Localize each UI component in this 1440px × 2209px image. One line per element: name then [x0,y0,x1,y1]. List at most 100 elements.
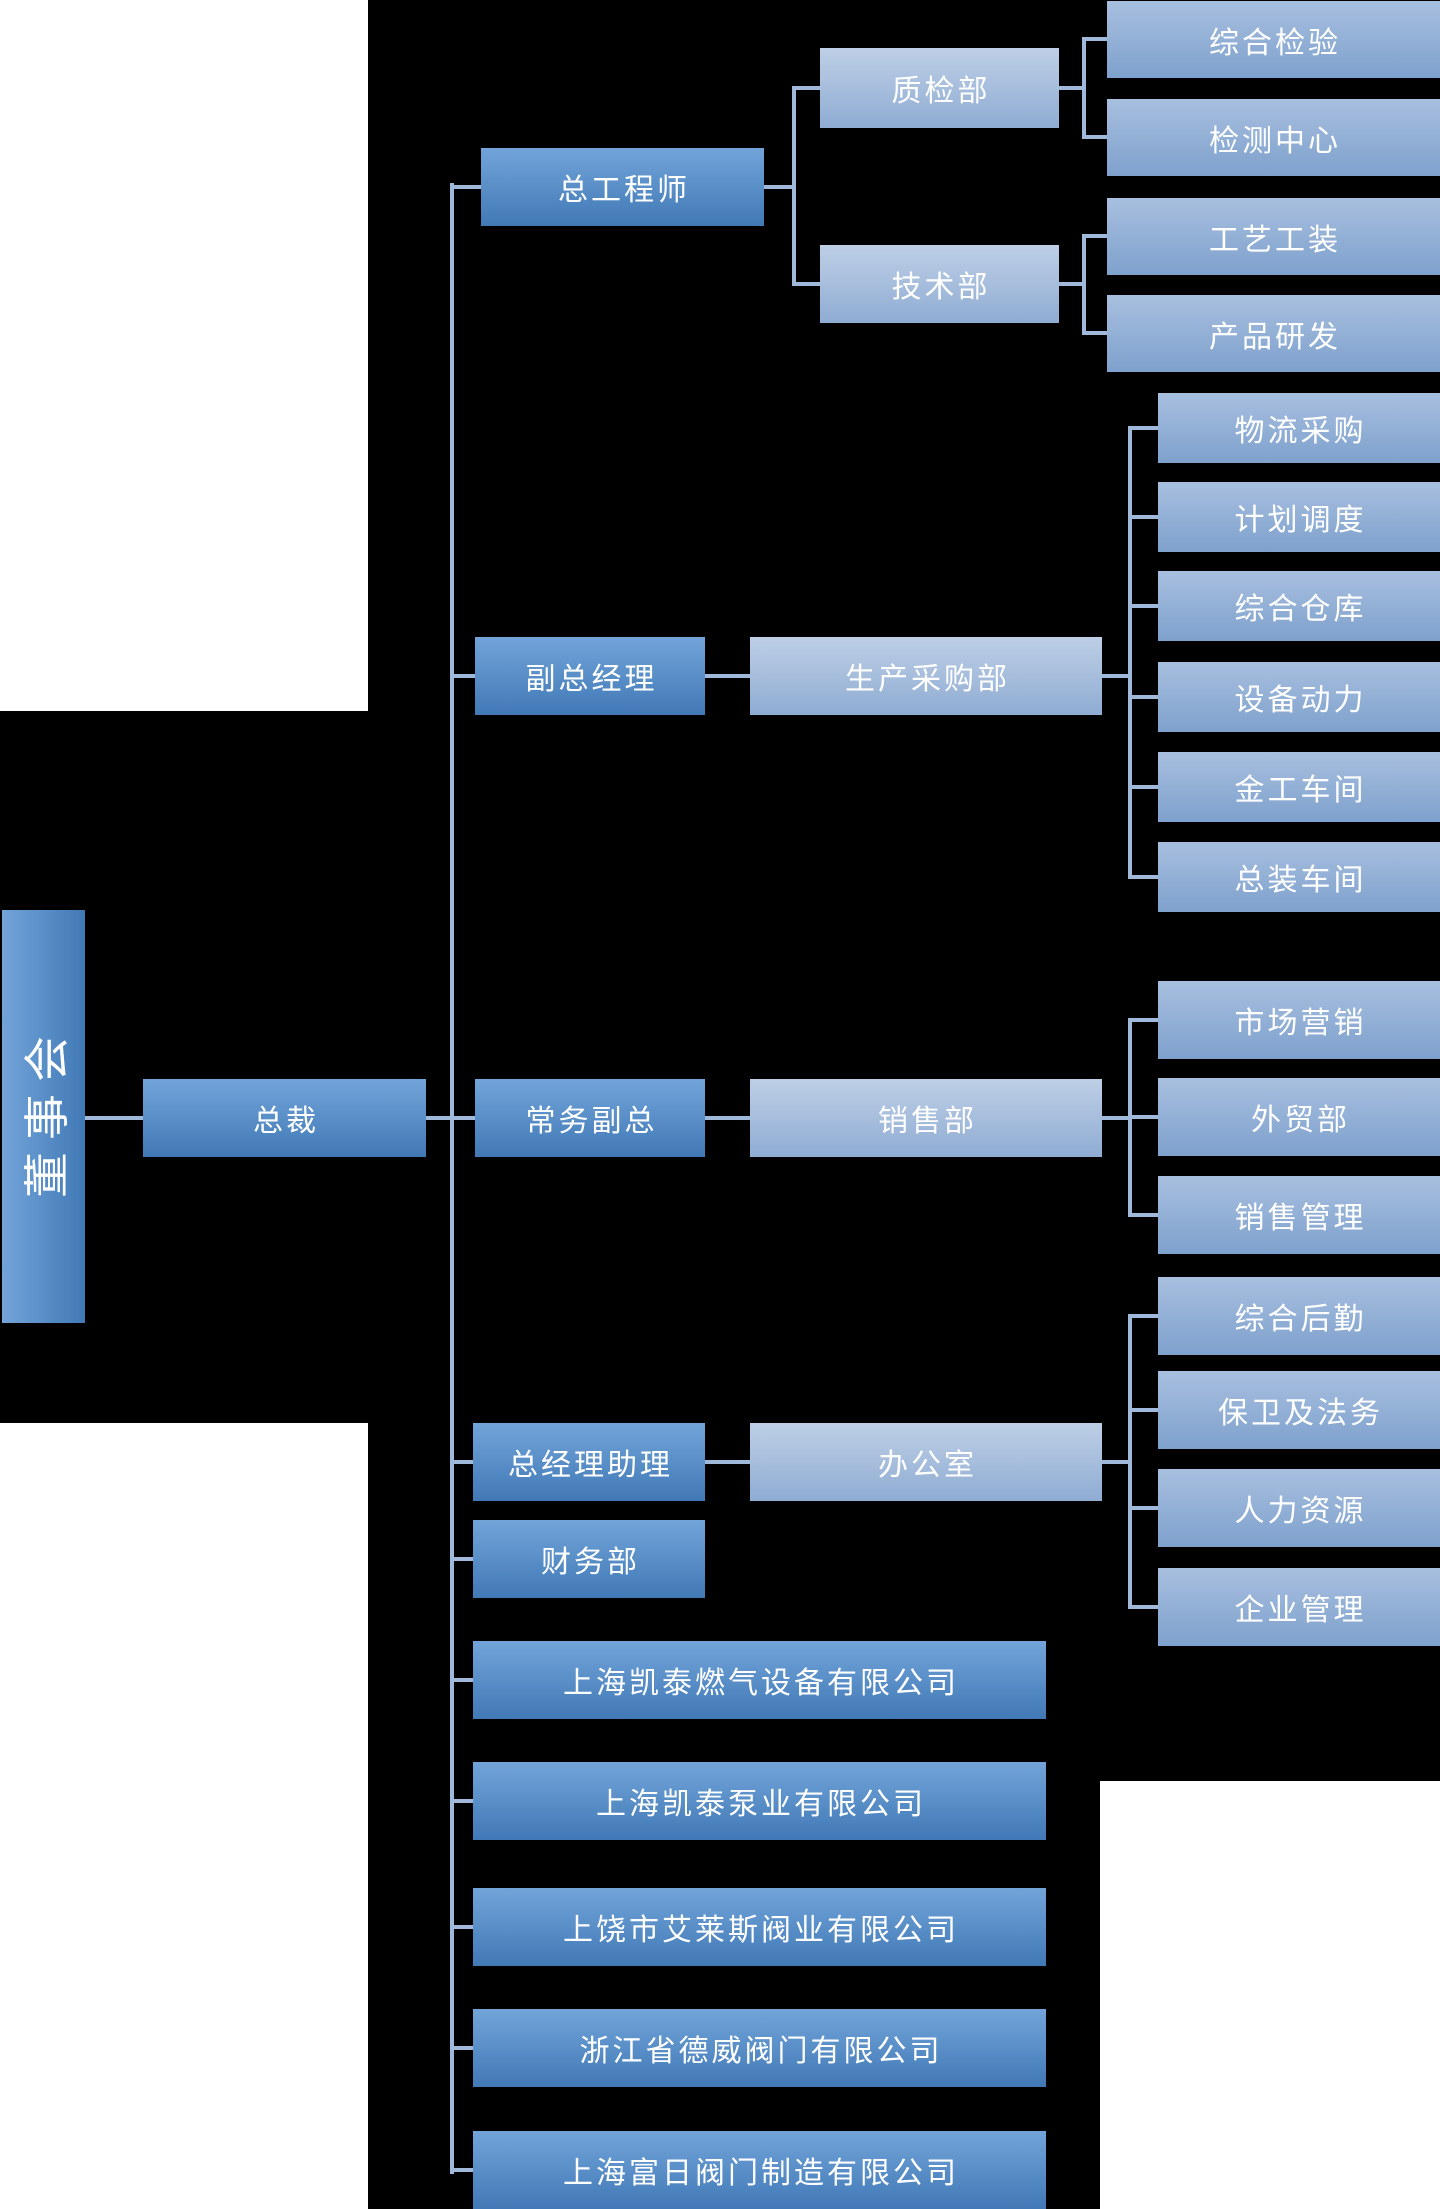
connector-line [1128,426,1158,430]
node-sales-dept-label: 销售部 [878,1105,977,1138]
node-production-dept-child-5: 总装车间 [1158,842,1440,912]
node-production-dept: 生产采购部 [750,637,1102,715]
connector-line [450,183,454,2174]
connector-line [450,1557,473,1561]
connector-line [450,1116,475,1120]
connector-line [1128,426,1132,879]
node-sales-dept-child-2: 销售管理 [1158,1176,1440,1254]
node-tech-dept: 技术部 [820,245,1059,323]
connector-line [1128,695,1158,699]
node-tech-dept-label: 技术部 [891,271,991,304]
node-office-child-1-label: 保卫及法务 [1218,1397,1383,1430]
node-subsidiary-5-label: 上海富日阀门制造有限公司 [563,2157,959,2190]
connector-line [1128,1115,1158,1119]
node-production-dept-label: 生产采购部 [845,663,1010,696]
node-office-child-2: 人力资源 [1158,1469,1440,1547]
node-office-child-0-label: 综合后勤 [1234,1303,1367,1336]
background-panel-top-left [0,0,368,711]
node-subsidiary-2-label: 上海凯泰泵业有限公司 [596,1788,926,1821]
node-subsidiary-1-label: 上海凯泰燃气设备有限公司 [563,1667,959,1700]
node-deputy-gm: 副总经理 [475,637,705,715]
connector-line [1128,1314,1158,1318]
node-quality-dept-child-0-label: 综合检验 [1209,26,1341,60]
connector-line [764,185,794,189]
connector-line [1102,1460,1130,1464]
connector-line [1128,1018,1158,1022]
connector-line [1128,785,1158,789]
node-quality-dept-label: 质检部 [891,75,991,108]
node-office-label: 办公室 [878,1449,977,1482]
connector-line [1128,875,1158,879]
node-gm-assistant: 总经理助理 [473,1423,705,1501]
connector-line [705,674,750,678]
node-sales-dept: 销售部 [750,1079,1102,1157]
node-board: 董事会 [2,910,85,1323]
connector-line [1102,1116,1130,1120]
connector-line [794,282,820,286]
node-subsidiary-1: 上海凯泰燃气设备有限公司 [473,1641,1046,1719]
node-executive-deputy-gm-label: 常务副总 [525,1105,658,1138]
connector-line [1102,674,1130,678]
node-quality-dept-child-1-label: 检测中心 [1209,124,1341,158]
node-gm-assistant-label: 总经理助理 [508,1449,673,1482]
node-tech-dept-child-1-label: 产品研发 [1209,320,1341,354]
node-quality-dept: 质检部 [820,48,1059,128]
node-chief-engineer-label: 总工程师 [558,174,690,207]
background-panel-bottom-left [0,1423,368,2209]
connector-line [1059,282,1084,286]
node-president: 总裁 [143,1079,426,1157]
node-executive-deputy-gm: 常务副总 [475,1079,705,1157]
node-finance-dept-label: 财务部 [541,1546,640,1579]
node-office-child-2-label: 人力资源 [1234,1495,1367,1528]
connector-line [1128,1605,1158,1609]
node-quality-dept-child-1: 检测中心 [1107,99,1440,176]
node-sales-dept-child-2-label: 销售管理 [1234,1202,1367,1235]
node-production-dept-child-5-label: 总装车间 [1234,864,1367,897]
connector-line [450,185,481,189]
node-production-dept-child-2: 综合仓库 [1158,571,1440,641]
node-subsidiary-4-label: 浙江省德威阀门有限公司 [579,2035,943,2068]
node-office-child-3: 企业管理 [1158,1568,1440,1646]
node-subsidiary-3-label: 上饶市艾莱斯阀业有限公司 [563,1914,959,1947]
node-finance-dept: 财务部 [473,1520,705,1598]
connector-line [1082,37,1107,41]
connector-line [1082,37,1086,139]
node-deputy-gm-label: 副总经理 [525,663,658,696]
node-production-dept-child-4-label: 金工车间 [1234,774,1367,807]
connector-line [1128,1408,1158,1412]
connector-line [450,2168,473,2172]
connector-line [1082,234,1107,238]
connector-line [450,1460,473,1464]
node-subsidiary-5: 上海富日阀门制造有限公司 [473,2131,1046,2209]
node-quality-dept-child-0: 综合检验 [1107,1,1440,78]
connector-line [1082,234,1086,335]
connector-line [450,1925,473,1929]
node-subsidiary-3: 上饶市艾莱斯阀业有限公司 [473,1888,1046,1966]
node-production-dept-child-3-label: 设备动力 [1234,684,1367,717]
connector-line [794,86,820,90]
node-production-dept-child-3: 设备动力 [1158,662,1440,732]
connector-line [1128,1314,1132,1609]
node-office-child-1: 保卫及法务 [1158,1371,1440,1449]
node-office-child-0: 综合后勤 [1158,1277,1440,1355]
connector-line [1128,515,1158,519]
connector-line [792,86,796,286]
connector-line [450,1678,473,1682]
node-sales-dept-child-1: 外贸部 [1158,1078,1440,1156]
node-production-dept-child-0-label: 物流采购 [1234,415,1367,448]
connector-line [85,1116,143,1120]
node-production-dept-child-1-label: 计划调度 [1234,504,1367,537]
node-chief-engineer: 总工程师 [481,148,764,226]
connector-line [1128,1506,1158,1510]
node-production-dept-child-4: 金工车间 [1158,752,1440,822]
node-tech-dept-child-0: 工艺工装 [1107,198,1440,275]
node-subsidiary-4: 浙江省德威阀门有限公司 [473,2009,1046,2087]
node-tech-dept-child-1: 产品研发 [1107,295,1440,372]
connector-line [1128,1213,1158,1217]
connector-line [705,1116,750,1120]
connector-line [426,1116,454,1120]
node-production-dept-child-2-label: 综合仓库 [1234,593,1367,626]
node-subsidiary-2: 上海凯泰泵业有限公司 [473,1762,1046,1840]
node-president-label: 总裁 [253,1105,319,1138]
